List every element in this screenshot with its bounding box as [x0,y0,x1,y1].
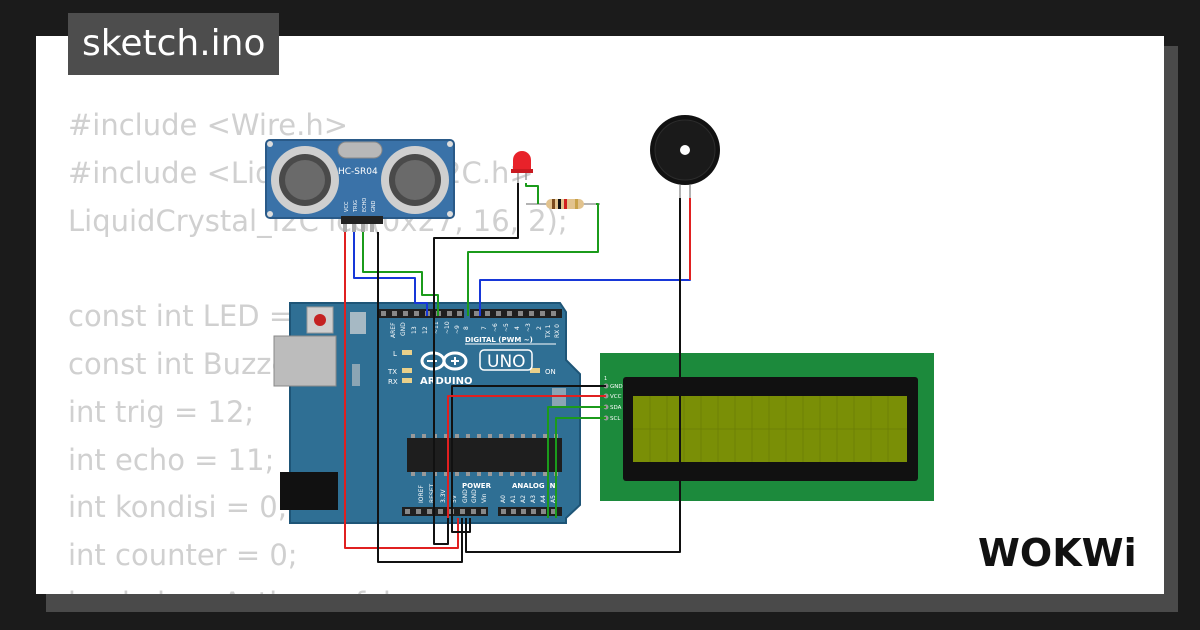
wires [344,183,691,563]
lcd-pin-label: GND [610,384,623,390]
lcd-character-grid [633,396,907,462]
wire-resistor-pin8 [467,203,599,316]
wire-buzzer-gnd [465,198,681,553]
power-label: POWER [462,482,492,490]
pin-label: A3 [530,495,537,503]
sensor-pin-label: VCC [344,201,350,212]
lcd-pin-label: SDA [610,405,622,411]
lcd-pin-one: 1 [604,376,607,382]
pin-label: Vin [481,493,488,503]
pin-label: TX 1 [545,324,552,339]
code-preview: #include <Wire.h> #include <LiquidCrysta… [68,102,568,594]
pin-label: 12 [422,326,429,334]
pin-label: ~6 [492,323,499,332]
code-line: int trig = 12; [68,394,255,429]
sketch-filename: sketch.ino [68,13,280,75]
reset-button-cap [314,314,326,326]
microcontroller-chip [407,438,562,472]
lcd-display: 1 GND VCC SDA SCL [600,353,934,501]
pin-label: 5V [451,494,458,503]
sensor-pin-label: GND [371,200,377,212]
red-led [511,151,533,183]
led-label-tx: TX [387,368,397,376]
pin-label: 8 [463,326,470,330]
pin-label: 3.3V [440,488,447,503]
on-led [530,368,540,373]
power-header [402,507,488,516]
wokwi-logo: WOKWi [978,531,1137,575]
lcd-pin-label: SCL [610,416,621,422]
pin-label: ~9 [454,325,461,334]
wire-lcd-vcc [447,395,606,518]
pin-label: GND [471,489,478,503]
code-line: int echo = 11; [68,442,275,477]
pin-label: A0 [500,495,507,503]
pin-label: GND [400,322,407,336]
icsp-header [350,312,366,334]
pin-label: A4 [540,495,547,503]
pin-label: A2 [520,495,527,503]
pin-label: ~5 [503,323,510,332]
wire-sensor-echo [362,232,439,316]
analog-header [498,507,562,516]
on-label: ON [545,368,556,376]
pin-label: 13 [411,326,418,334]
arduino-uno-board: DIGITAL (PWM ~) AREF GND 13 12 ~11 ~10 ~… [273,302,581,524]
pin-label: 2 [536,326,543,330]
digital-header-right [470,309,562,318]
piezo-buzzer [650,115,720,198]
wire-sensor-trig [353,232,428,316]
sensor-pin-label: TRIG [353,200,359,213]
board-model: UNO [487,352,526,372]
analog-label: ANALOG IN [512,482,556,490]
wire-buzzer-signal [479,198,691,316]
pin-label: ~10 [444,321,451,334]
rx-led [402,378,412,383]
header-pins [381,311,556,316]
pin-label: ~3 [525,323,532,332]
wire-lcd-sda [547,406,606,518]
tx-led [402,368,412,373]
pin-label: 7 [481,326,488,330]
sensor-label: HC-SR04 [338,167,378,177]
pin-label: IOREF [418,485,425,503]
l-led [402,350,412,355]
usb-port [273,335,337,387]
led-label-rx: RX [388,378,398,386]
power-jack [280,472,338,510]
preview-card: #include <Wire.h> #include <LiquidCrysta… [36,36,1164,594]
uno-badge [479,349,533,371]
board-brand: ARDUINO [420,376,472,387]
pin-label: A1 [510,495,517,503]
wire-lcd-gnd [451,385,606,533]
pin-label: AREF [390,322,397,338]
lcd-pin-label: VCC [610,394,622,400]
wire-led-gnd [433,183,519,545]
pin-label: RX 0 [554,324,561,338]
wire-lcd-scl [555,417,606,518]
pin-label: A5 [550,495,557,503]
wokwi-logo-text: WOKWi [978,531,1137,575]
sensor-pin-label: ECHO [362,198,368,212]
ultrasonic-sensor: HC-SR04 VCC TRIG ECHO GND [265,139,455,232]
pin-label: ~11 [433,321,440,334]
led-label-l: L [393,350,397,358]
code-line: int counter = 0; [68,538,298,573]
code-line: bool alarmActive = false; [68,580,568,594]
pin-label: RESET [429,483,436,503]
digital-label: DIGITAL (PWM ~) [465,336,533,344]
digital-header-left [378,309,464,318]
wire-led-resistor [525,183,539,204]
wire-sensor-gnd [377,232,463,563]
code-line: #include <Wire.h> [68,108,349,142]
pin-label: GND [462,489,469,503]
pin-label: 4 [514,326,521,330]
